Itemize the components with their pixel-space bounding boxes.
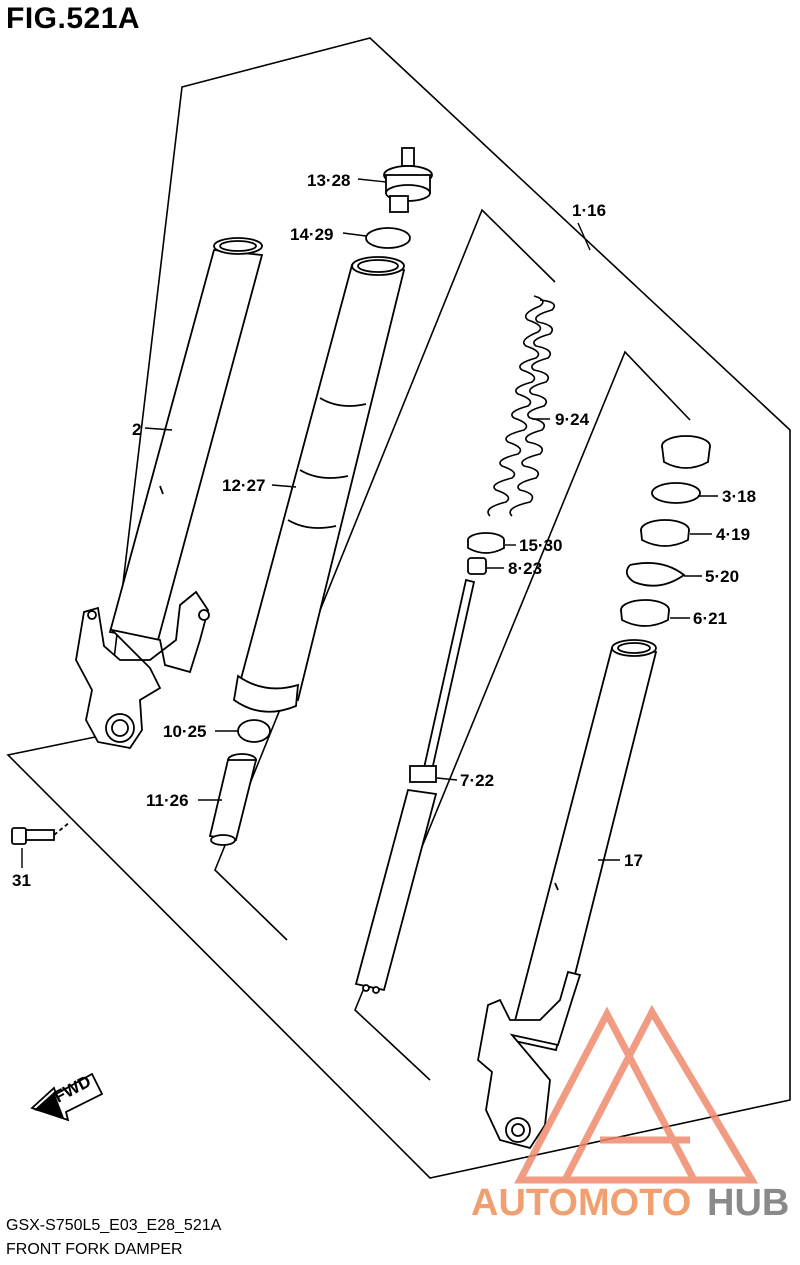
axle-pinch-bolt bbox=[11, 821, 71, 845]
callout-3-18: 3·18 bbox=[722, 487, 756, 506]
callout-9-24: 9·24 bbox=[555, 410, 590, 429]
assembly-boundary-inner bbox=[214, 208, 556, 941]
triangle-a-logo bbox=[514, 1004, 759, 1184]
watermark-brand-a: AUTOMOTO bbox=[471, 1182, 691, 1224]
o-ring bbox=[365, 227, 411, 249]
callout-13-28: 13·28 bbox=[307, 171, 350, 190]
fork-spring bbox=[487, 295, 556, 517]
cap-bolt bbox=[383, 147, 433, 213]
callouts: 13·28 14·29 1·16 2 12·27 9·24 3·18 4·19 … bbox=[12, 171, 756, 890]
oil-seal-stopper-ring bbox=[651, 482, 701, 504]
callout-14-29: 14·29 bbox=[290, 225, 333, 244]
callout-12-27: 12·27 bbox=[222, 476, 265, 495]
outer-tube-left bbox=[75, 237, 264, 749]
assembly-boundary-damper bbox=[354, 350, 691, 1081]
watermark-brand-b: HUB bbox=[707, 1182, 789, 1224]
guide-bush bbox=[620, 599, 670, 627]
callout-5-20: 5·20 bbox=[705, 567, 739, 586]
lock-nut bbox=[467, 557, 487, 575]
callout-7-22: 7·22 bbox=[460, 771, 494, 790]
retainer-ring bbox=[625, 562, 686, 587]
callout-10-25: 10·25 bbox=[163, 722, 206, 741]
callout-31: 31 bbox=[12, 871, 31, 890]
damper-rod bbox=[354, 578, 476, 994]
leader-lines bbox=[21, 178, 718, 868]
callout-17: 17 bbox=[624, 851, 643, 870]
callout-6-21: 6·21 bbox=[693, 609, 727, 628]
spring-seat bbox=[467, 532, 505, 554]
oil-lock-washer bbox=[237, 719, 271, 743]
callout-11-26: 11·26 bbox=[146, 791, 189, 810]
outer-tube-right bbox=[477, 639, 658, 1150]
dust-seal bbox=[661, 435, 711, 469]
oil-lock-piece bbox=[208, 753, 258, 846]
fwd-arrow: FWD bbox=[30, 1072, 104, 1122]
callout-15-30: 15·30 bbox=[519, 536, 562, 555]
callout-2: 2 bbox=[132, 420, 141, 439]
callout-8-23: 8·23 bbox=[508, 559, 542, 578]
drawing-description: FRONT FORK DAMPER bbox=[6, 1241, 183, 1258]
callout-4-19: 4·19 bbox=[716, 525, 750, 544]
inner-tube bbox=[233, 256, 406, 713]
drawing-code: GSX-S750L5_E03_E28_521A bbox=[6, 1217, 222, 1234]
callout-1-16: 1·16 bbox=[572, 201, 606, 220]
oil-seal bbox=[640, 519, 690, 547]
figure-title: FIG.521A bbox=[6, 2, 141, 35]
